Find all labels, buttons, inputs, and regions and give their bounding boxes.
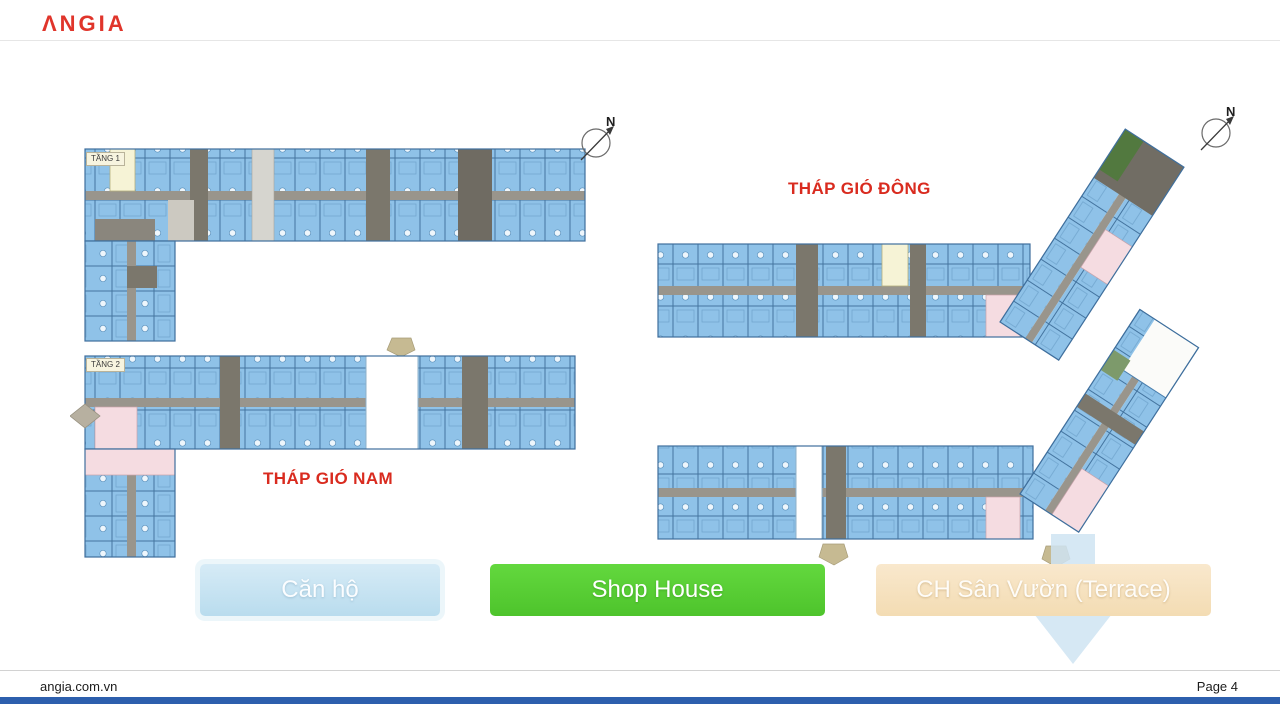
website-text: angia.com.vn — [40, 679, 118, 694]
legend: Căn hộ Shop House CH Sân Vườn (Terrace) — [0, 530, 1280, 670]
svg-text:N: N — [606, 115, 615, 129]
angia-logo: ΛNGIA — [42, 11, 127, 36]
floor-1-label: TẦNG 1 — [86, 152, 125, 166]
footer-divider — [0, 670, 1280, 671]
floor-plan-south-tower — [70, 148, 586, 558]
compass-icon: N — [580, 115, 615, 161]
compass-icon: N — [1200, 105, 1235, 151]
east-tower-name: THÁP GIÓ ĐÔNG — [788, 179, 931, 198]
south-tower-name: THÁP GIÓ NAM — [263, 469, 394, 488]
svg-text:N: N — [1226, 105, 1235, 119]
legend-shop-house-button[interactable]: Shop House — [490, 564, 825, 616]
floor-2-label: TẦNG 2 — [86, 358, 125, 372]
header-divider — [0, 40, 1280, 41]
floor-plan-east-tower — [657, 128, 1200, 566]
legend-can-ho-button[interactable]: Căn hộ — [200, 564, 440, 616]
page-number: Page 4 — [1196, 679, 1238, 694]
bottom-accent-bar — [0, 697, 1280, 704]
legend-terrace-button[interactable]: CH Sân Vườn (Terrace) — [876, 564, 1211, 616]
